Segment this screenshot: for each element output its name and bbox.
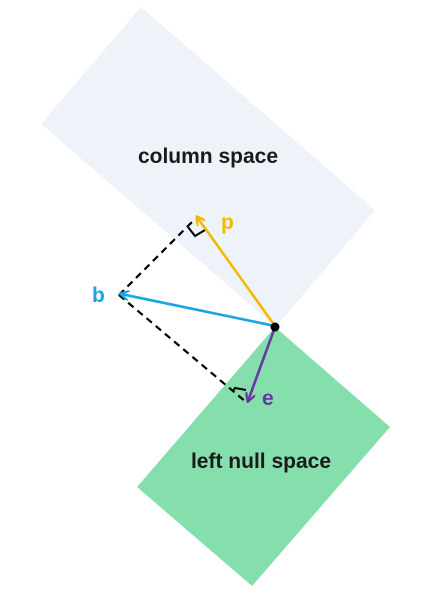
dashed-line-b-to-p — [118, 219, 195, 296]
left-null-space-region — [137, 327, 390, 586]
vector-p-arrow — [197, 217, 277, 327]
vector-b-arrow — [121, 294, 276, 328]
dashed-line-b-to-e — [118, 294, 247, 403]
right-angle-marker-e — [232, 386, 247, 392]
column-space-label: column space — [138, 145, 278, 168]
vector-e-label: e — [262, 387, 274, 410]
vector-e-arrow — [248, 326, 277, 401]
column-space-region — [41, 7, 375, 327]
left-null-space-label: left null space — [191, 450, 331, 473]
origin-point — [270, 322, 280, 332]
vector-p-label: p — [221, 211, 234, 234]
right-angle-marker-p — [187, 226, 206, 238]
vector-b-label: b — [92, 284, 105, 307]
